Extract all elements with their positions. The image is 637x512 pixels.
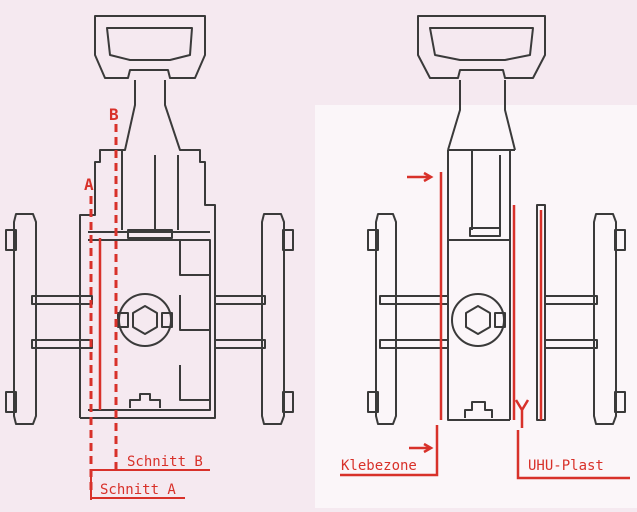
klebezone-leader [340, 425, 439, 477]
klebezone-label: Klebezone [341, 458, 417, 474]
section-lines [89, 124, 210, 500]
uhu-plast-label: UHU-Plast [528, 458, 604, 474]
section-b-marker: B [109, 105, 119, 124]
uhu-y-mark [514, 399, 530, 428]
left-assembly-drawing [5, 15, 294, 425]
glue-markup [340, 171, 630, 480]
uhu-leader [516, 430, 630, 480]
schnitt-b-label: Schnitt B [127, 454, 203, 470]
schnitt-a-label: Schnitt A [100, 482, 176, 498]
right-assembly-drawing [367, 15, 626, 425]
section-a-marker: A [84, 175, 94, 194]
